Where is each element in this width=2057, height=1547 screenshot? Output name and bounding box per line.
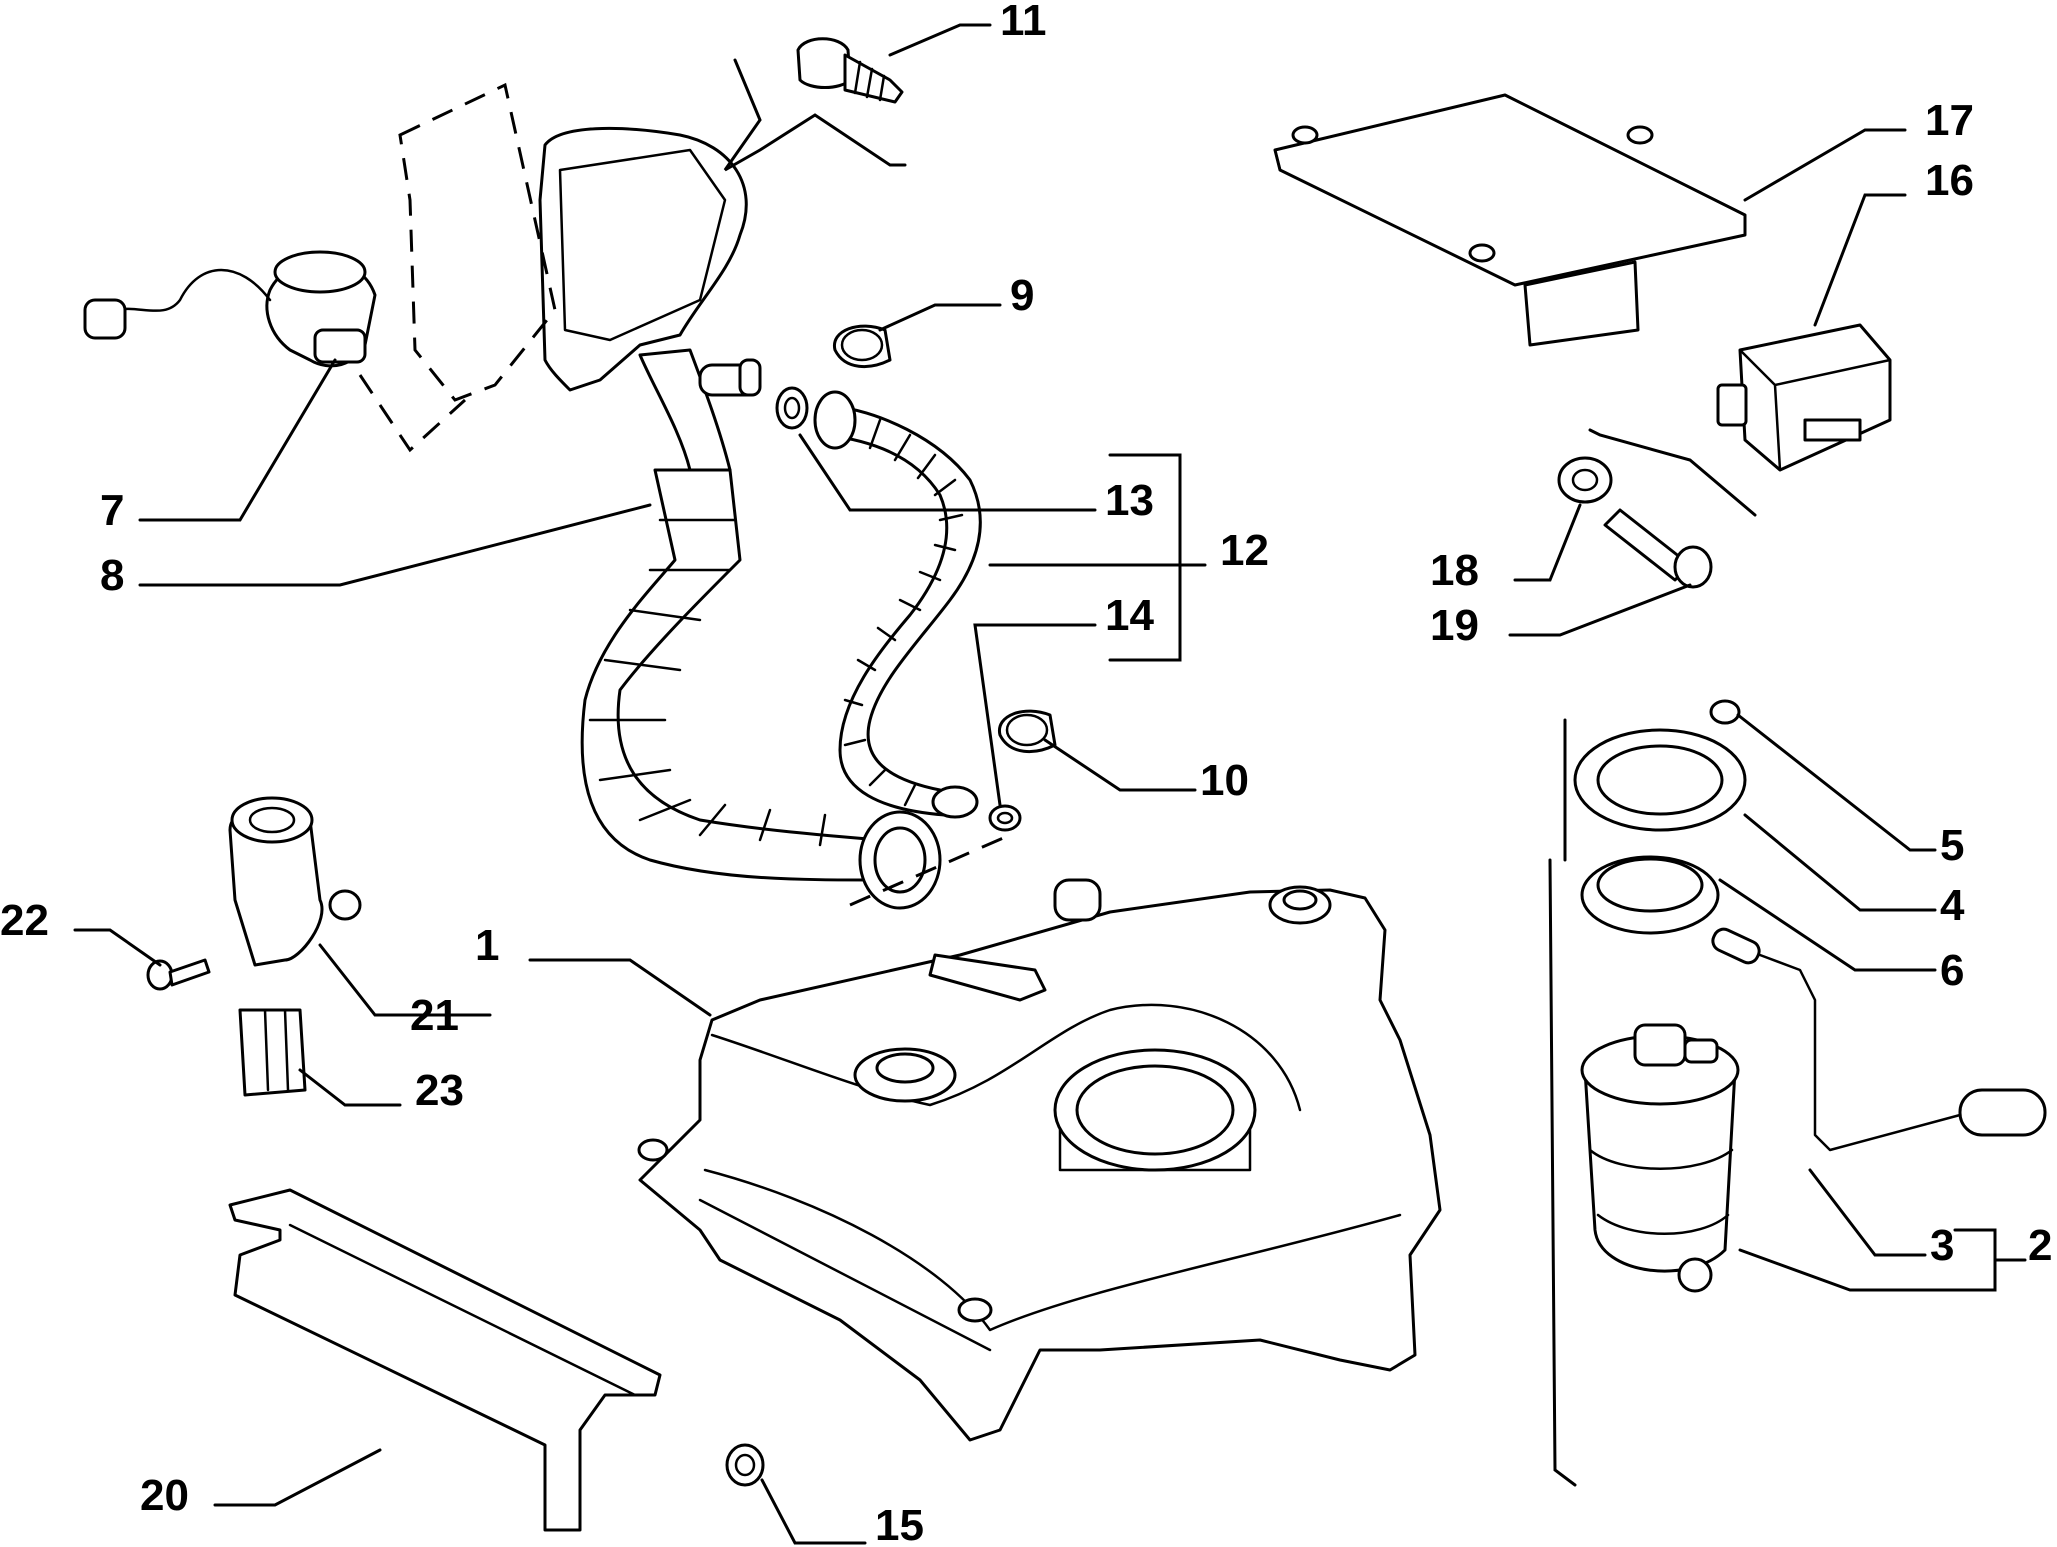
callout-3: 3: [1930, 1221, 1954, 1270]
locking-ring-part: [1573, 728, 1747, 832]
heat-shield-part: [228, 1188, 662, 1532]
clamp-part: [998, 709, 1057, 754]
callout-20: 20: [140, 1471, 189, 1520]
leader-lines: [73, 23, 2027, 1545]
bolt-part: [796, 37, 904, 104]
callout-2: 2: [2028, 1221, 2052, 1270]
clamp-part: [833, 324, 892, 369]
nut-part: [1709, 699, 1741, 725]
callout-14: 14: [1105, 591, 1154, 640]
callout-17: 17: [1925, 96, 1974, 145]
connector-part: [228, 796, 362, 967]
dashed-guides: [358, 58, 1757, 1487]
bolt-part: [1603, 508, 1713, 589]
callout-7: 7: [100, 486, 124, 535]
gasket-part: [1580, 855, 1720, 935]
callout-8: 8: [100, 551, 124, 600]
callout-19: 19: [1430, 601, 1479, 650]
fuel-tank-part: [637, 878, 1442, 1442]
callout-16: 16: [1925, 156, 1974, 205]
spacer-part: [1557, 456, 1613, 504]
callout-9: 9: [1010, 271, 1034, 320]
callout-22: 22: [0, 896, 49, 945]
vent-hose-part: [813, 390, 982, 819]
terminal-part: [238, 1008, 307, 1097]
fuel-pump-assembly-part: [1580, 927, 2047, 1293]
mounting-bracket-part: [1273, 93, 1747, 347]
callout-1: 1: [475, 921, 499, 970]
callout-21: 21: [410, 991, 459, 1040]
filler-neck-part: [538, 126, 942, 910]
washer-part: [988, 804, 1022, 832]
callout-15: 15: [875, 1501, 924, 1547]
callout-13: 13: [1105, 476, 1154, 525]
callout-12: 12: [1220, 526, 1269, 575]
callout-6: 6: [1940, 946, 1964, 995]
callout-11: 11: [1000, 0, 1047, 45]
plug-part: [725, 1443, 765, 1487]
callout-10: 10: [1200, 756, 1249, 805]
sensor-part: [83, 250, 377, 368]
callout-18: 18: [1430, 546, 1479, 595]
callout-23: 23: [415, 1066, 464, 1115]
callout-5: 5: [1940, 821, 1964, 870]
callout-4: 4: [1940, 881, 1965, 930]
control-unit-part: [1716, 323, 1892, 472]
screw-part: [146, 958, 211, 991]
washer-part: [775, 386, 809, 430]
